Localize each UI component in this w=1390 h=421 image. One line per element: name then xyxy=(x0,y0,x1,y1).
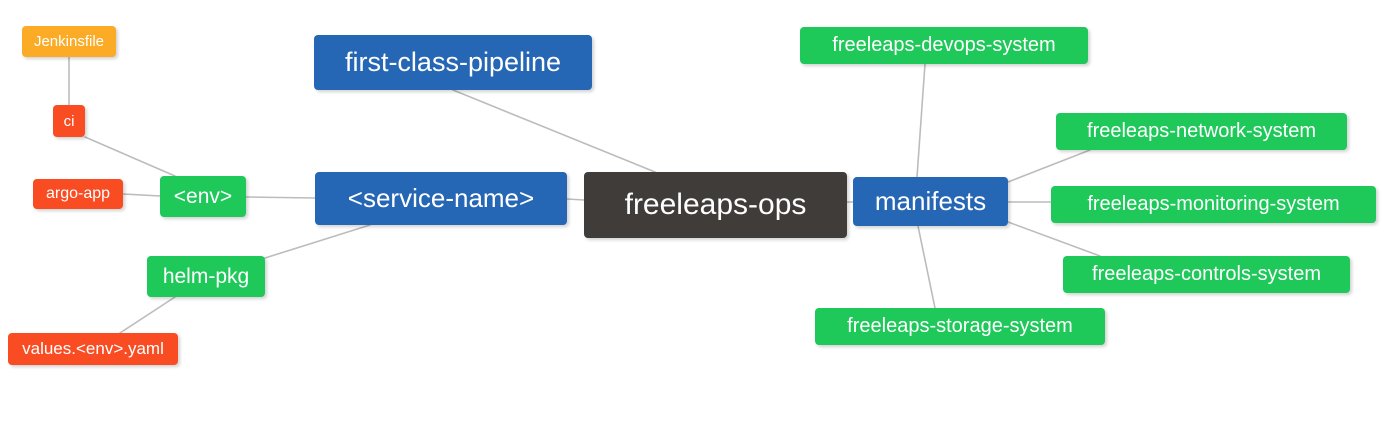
node-label-fcp: first-class-pipeline xyxy=(344,47,562,77)
node-env[interactable]: <env> xyxy=(160,176,246,217)
node-root[interactable]: freeleaps-ops xyxy=(584,172,847,238)
node-label-ci: ci xyxy=(63,112,75,130)
edge-network-to-manifests xyxy=(1007,149,1091,183)
edge-devops-to-manifests xyxy=(916,63,926,178)
node-devops[interactable]: freeleaps-devops-system xyxy=(800,27,1088,64)
node-monitoring[interactable]: freeleaps-monitoring-system xyxy=(1051,186,1376,223)
node-label-network: freeleaps-network-system xyxy=(1087,120,1316,142)
edge-controls-to-manifests xyxy=(1007,221,1101,257)
edge-fcp-to-root xyxy=(452,89,656,173)
node-storage[interactable]: freeleaps-storage-system xyxy=(815,308,1105,345)
node-svcname[interactable]: <service-name> xyxy=(315,172,567,225)
node-label-controls: freeleaps-controls-system xyxy=(1092,263,1321,285)
node-label-jenkins: Jenkinsfile xyxy=(33,33,105,50)
node-network[interactable]: freeleaps-network-system xyxy=(1056,113,1347,150)
node-label-manifests: manifests xyxy=(874,186,987,216)
node-controls[interactable]: freeleaps-controls-system xyxy=(1063,256,1350,293)
edge-env-to-svcname xyxy=(245,196,316,199)
node-label-argoapp: argo-app xyxy=(45,185,111,202)
node-manifests[interactable]: manifests xyxy=(853,177,1008,226)
edge-svcname-to-root xyxy=(566,198,585,201)
edge-ci-to-env xyxy=(84,136,176,177)
edge-svcname-to-helmpkg xyxy=(264,224,371,259)
edge-argoapp-to-env xyxy=(122,193,161,197)
node-label-svcname: <service-name> xyxy=(347,183,535,213)
node-ci[interactable]: ci xyxy=(53,105,85,137)
node-label-monitoring: freeleaps-monitoring-system xyxy=(1087,193,1340,215)
edge-storage-to-manifests xyxy=(917,225,936,309)
node-label-root: freeleaps-ops xyxy=(624,188,807,221)
node-label-helmpkg: helm-pkg xyxy=(162,264,250,288)
node-jenkins[interactable]: Jenkinsfile xyxy=(22,26,116,57)
node-argoapp[interactable]: argo-app xyxy=(33,179,123,209)
node-fcp[interactable]: first-class-pipeline xyxy=(314,35,592,90)
node-label-valuesyaml: values.<env>.yaml xyxy=(22,339,164,358)
node-helmpkg[interactable]: helm-pkg xyxy=(147,256,265,297)
edge-helmpkg-to-valuesyaml xyxy=(119,296,176,334)
node-label-devops: freeleaps-devops-system xyxy=(832,34,1056,56)
node-label-storage: freeleaps-storage-system xyxy=(847,315,1073,337)
node-label-env: <env> xyxy=(173,184,233,208)
node-valuesyaml[interactable]: values.<env>.yaml xyxy=(8,333,178,365)
